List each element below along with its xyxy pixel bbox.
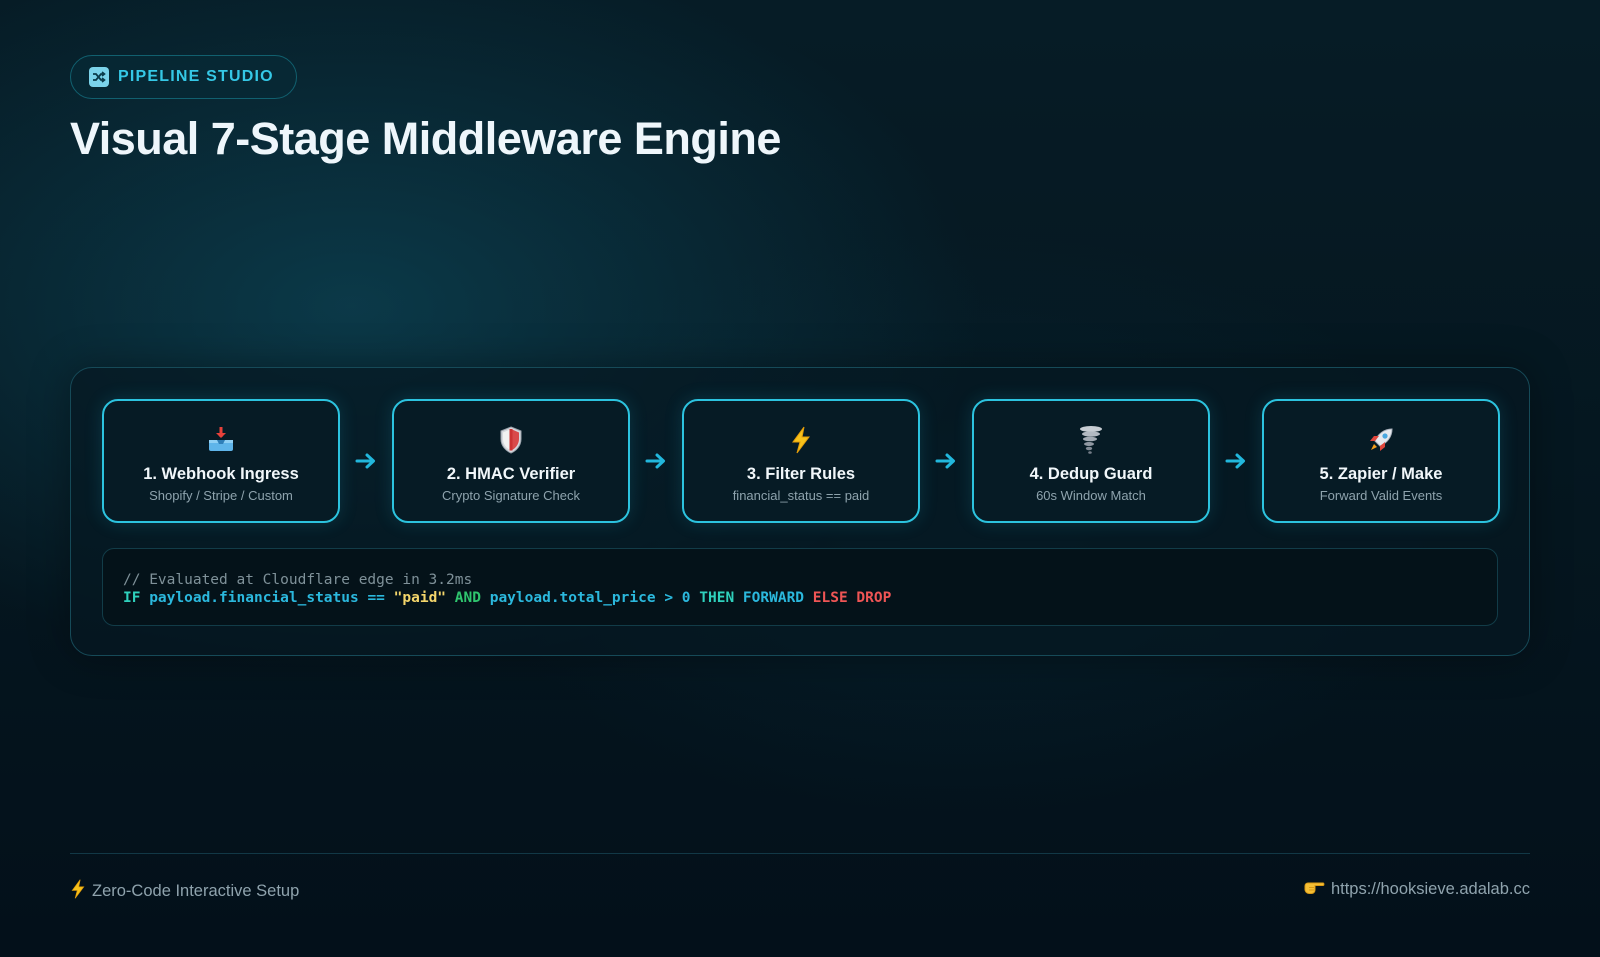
number-zero: 0: [681, 590, 691, 606]
shield-icon: [496, 425, 526, 455]
operator-greater-than: >: [664, 590, 674, 606]
page-title: Visual 7-Stage Middleware Engine: [70, 113, 781, 164]
rocket-icon: [1366, 425, 1396, 455]
inbox-tray-icon: [206, 425, 236, 455]
footer-divider: [70, 853, 1530, 854]
stage-subtitle: Forward Valid Events: [1319, 488, 1443, 503]
stage-card-filter-rules[interactable]: 3. Filter Rules financial_status == paid: [682, 399, 920, 523]
keyword-if: IF: [123, 590, 141, 606]
stage-name: 5. Zapier / Make: [1319, 465, 1443, 483]
keyword-else: ELSE: [812, 590, 848, 606]
code-comment: // Evaluated at Cloudflare edge in 3.2ms: [123, 572, 473, 588]
pipeline-panel: 1. Webhook Ingress Shopify / Stripe / Cu…: [70, 367, 1530, 656]
stage-flow: 1. Webhook Ingress Shopify / Stripe / Cu…: [102, 399, 1500, 523]
footer-link[interactable]: https://hooksieve.adalab.cc: [1303, 879, 1530, 900]
arrow-right-icon: [920, 399, 972, 523]
footer-left-label: Zero-Code Interactive Setup: [92, 882, 300, 900]
tornado-icon: [1076, 425, 1106, 455]
stage-card-hmac-verifier[interactable]: 2. HMAC Verifier Crypto Signature Check: [392, 399, 630, 523]
stage-subtitle: Shopify / Stripe / Custom: [149, 488, 293, 503]
rule-code-block: // Evaluated at Cloudflare edge in 3.2ms…: [102, 548, 1498, 626]
lightning-icon: [786, 425, 816, 455]
field-financial-status: payload.financial_status: [149, 590, 359, 606]
stage-subtitle: Crypto Signature Check: [441, 488, 580, 503]
stage-card-dedup-guard[interactable]: 4. Dedup Guard 60s Window Match: [972, 399, 1210, 523]
code-rule-line: IF payload.financial_status == "paid" AN…: [123, 589, 1477, 607]
stage-name: 1. Webhook Ingress: [143, 465, 299, 483]
arrow-right-icon: [340, 399, 392, 523]
lightning-icon: [70, 879, 86, 904]
stage-name: 4. Dedup Guard: [1029, 465, 1153, 483]
string-paid: "paid": [393, 590, 447, 606]
keyword-drop: DROP: [856, 590, 892, 606]
pipeline-studio-badge: PIPELINE STUDIO: [70, 55, 297, 99]
stage-subtitle: financial_status == paid: [732, 488, 870, 503]
pointing-hand-icon: [1303, 879, 1325, 900]
stage-card-zapier-make[interactable]: 5. Zapier / Make Forward Valid Events: [1262, 399, 1500, 523]
badge-label: PIPELINE STUDIO: [118, 68, 274, 85]
keyword-then: THEN: [699, 590, 735, 606]
stage-name: 3. Filter Rules: [746, 465, 856, 483]
shuffle-icon: [89, 67, 109, 87]
stage-name: 2. HMAC Verifier: [446, 465, 576, 483]
arrow-right-icon: [1210, 399, 1262, 523]
field-total-price: payload.total_price: [489, 590, 656, 606]
stage-subtitle: 60s Window Match: [1036, 488, 1146, 503]
keyword-forward: FORWARD: [742, 590, 805, 606]
operator-equals: ==: [367, 590, 385, 606]
footer-url[interactable]: https://hooksieve.adalab.cc: [1330, 880, 1530, 898]
footer-setup-note: Zero-Code Interactive Setup: [70, 879, 299, 904]
stage-card-webhook-ingress[interactable]: 1. Webhook Ingress Shopify / Stripe / Cu…: [102, 399, 340, 523]
arrow-right-icon: [630, 399, 682, 523]
keyword-and: AND: [454, 590, 481, 606]
